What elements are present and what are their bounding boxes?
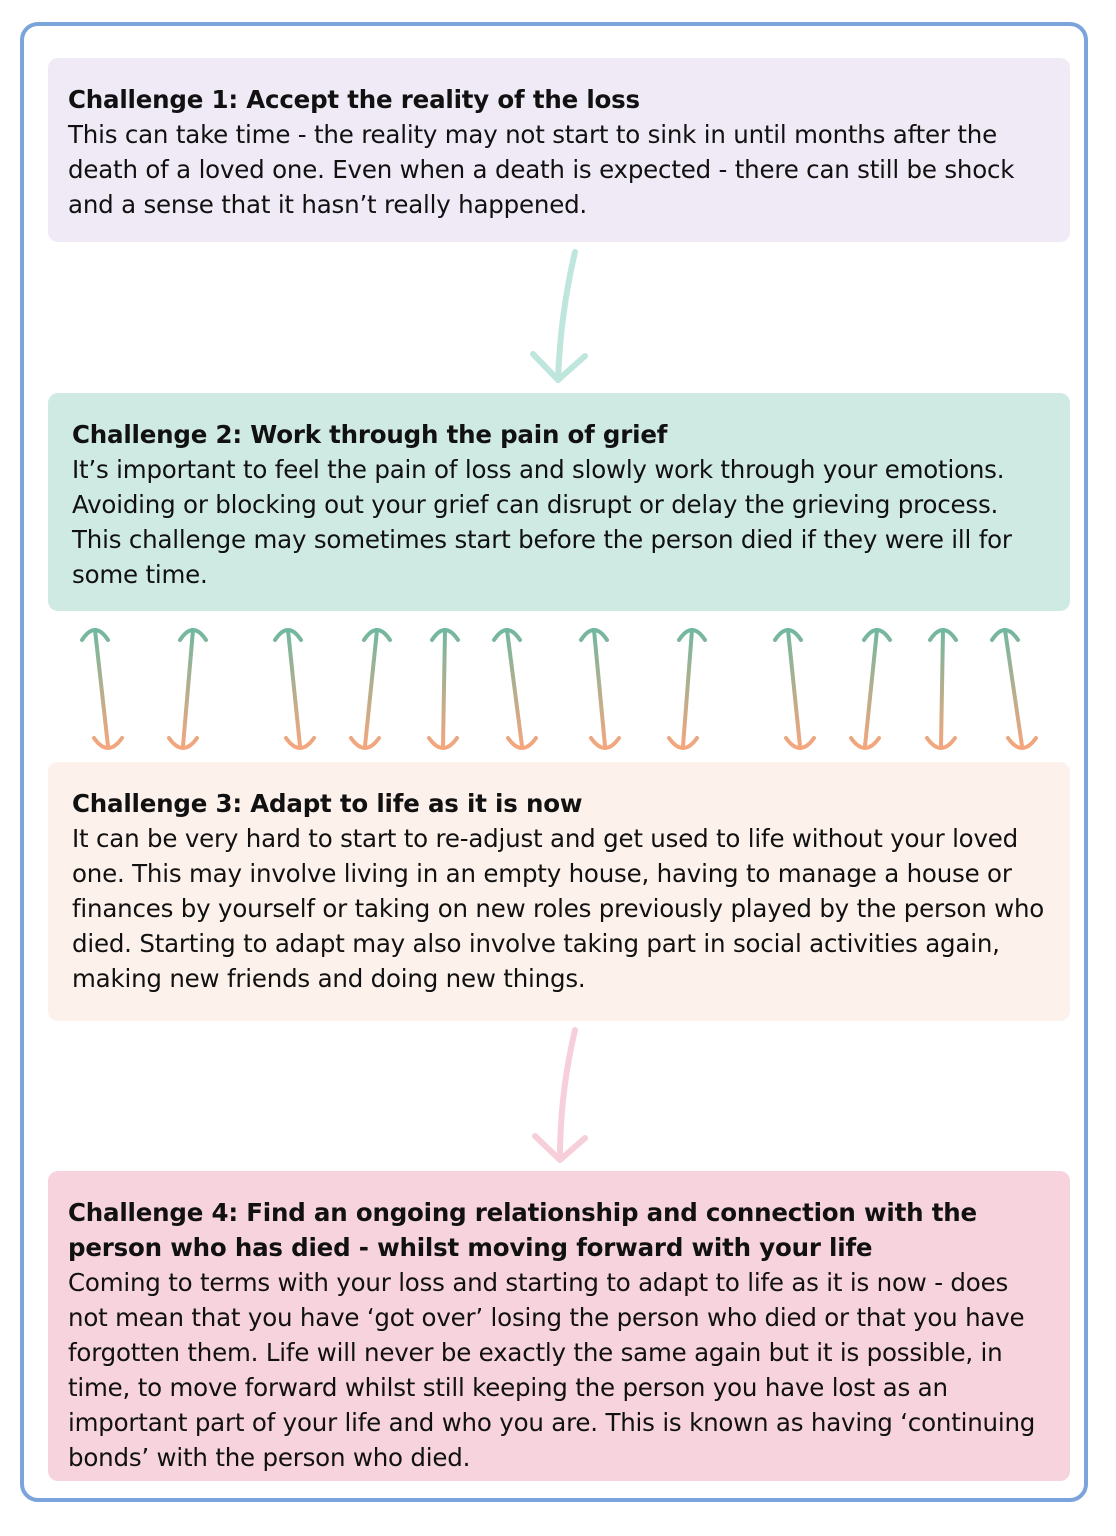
challenge-4-box: Challenge 4: Find an ongoing relationshi… <box>48 1171 1070 1481</box>
challenge-4-text: Coming to terms with your loss and start… <box>68 1268 1036 1472</box>
challenge-2-title: Challenge 2: Work through the pain of gr… <box>72 420 668 449</box>
challenge-3-box: Challenge 3: Adapt to life as it is now … <box>48 762 1070 1021</box>
challenge-1-title: Challenge 1: Accept the reality of the l… <box>68 85 640 114</box>
diagram-frame <box>20 22 1088 1502</box>
challenge-1-text: This can take time - the reality may not… <box>68 120 1015 219</box>
challenge-2-text: It’s important to feel the pain of loss … <box>72 455 1012 589</box>
challenge-3-title: Challenge 3: Adapt to life as it is now <box>72 789 583 818</box>
challenge-3-text: It can be very hard to start to re-adjus… <box>72 824 1045 993</box>
challenge-2-box: Challenge 2: Work through the pain of gr… <box>48 393 1070 611</box>
challenge-1-box: Challenge 1: Accept the reality of the l… <box>48 58 1070 242</box>
challenge-4-title: Challenge 4: Find an ongoing relationshi… <box>68 1198 977 1262</box>
